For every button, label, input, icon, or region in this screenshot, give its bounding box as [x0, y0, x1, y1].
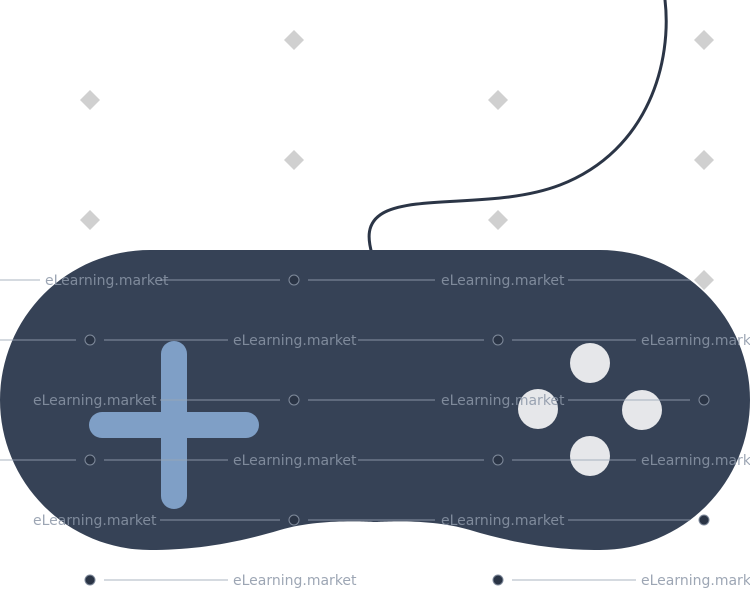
watermark-text: eLearning.market: [441, 273, 565, 289]
cable-icon: [367, 0, 668, 256]
watermark-text: eLearning.market: [45, 273, 169, 289]
watermark-text: eLearning.market: [233, 333, 357, 349]
watermark-diamond-icon: [694, 150, 714, 170]
watermark-diamond-icon: [284, 30, 304, 50]
action-button-bottom: [570, 436, 610, 476]
action-button-top: [570, 343, 610, 383]
watermark-text: eLearning.market: [641, 573, 750, 589]
watermark-text: eLearning.market: [441, 513, 565, 529]
watermark-diamond-icon: [284, 150, 304, 170]
watermark-diamond-icon: [694, 30, 714, 50]
watermark-text: eLearning.market: [641, 333, 750, 349]
watermark-diamond-pattern: [80, 30, 714, 290]
watermark-diamond-icon: [80, 210, 100, 230]
watermark-diamond-icon: [80, 90, 100, 110]
action-button-right: [622, 390, 662, 430]
watermark-text: eLearning.market: [233, 453, 357, 469]
watermark-overlay: eLearning.market eLearning.market eLearn…: [0, 273, 750, 589]
watermark-text: eLearning.market: [441, 393, 565, 409]
watermark-diamond-icon: [488, 210, 508, 230]
watermark-diamond-icon: [694, 270, 714, 290]
watermark-text: eLearning.market: [233, 573, 357, 589]
dpad-cross-icon: [89, 341, 259, 509]
action-button-left: [518, 389, 558, 429]
watermark-text: eLearning.market: [33, 513, 157, 529]
watermark-diamond-icon: [488, 90, 508, 110]
watermark-text: eLearning.market: [33, 393, 157, 409]
watermark-text: eLearning.market: [641, 453, 750, 469]
